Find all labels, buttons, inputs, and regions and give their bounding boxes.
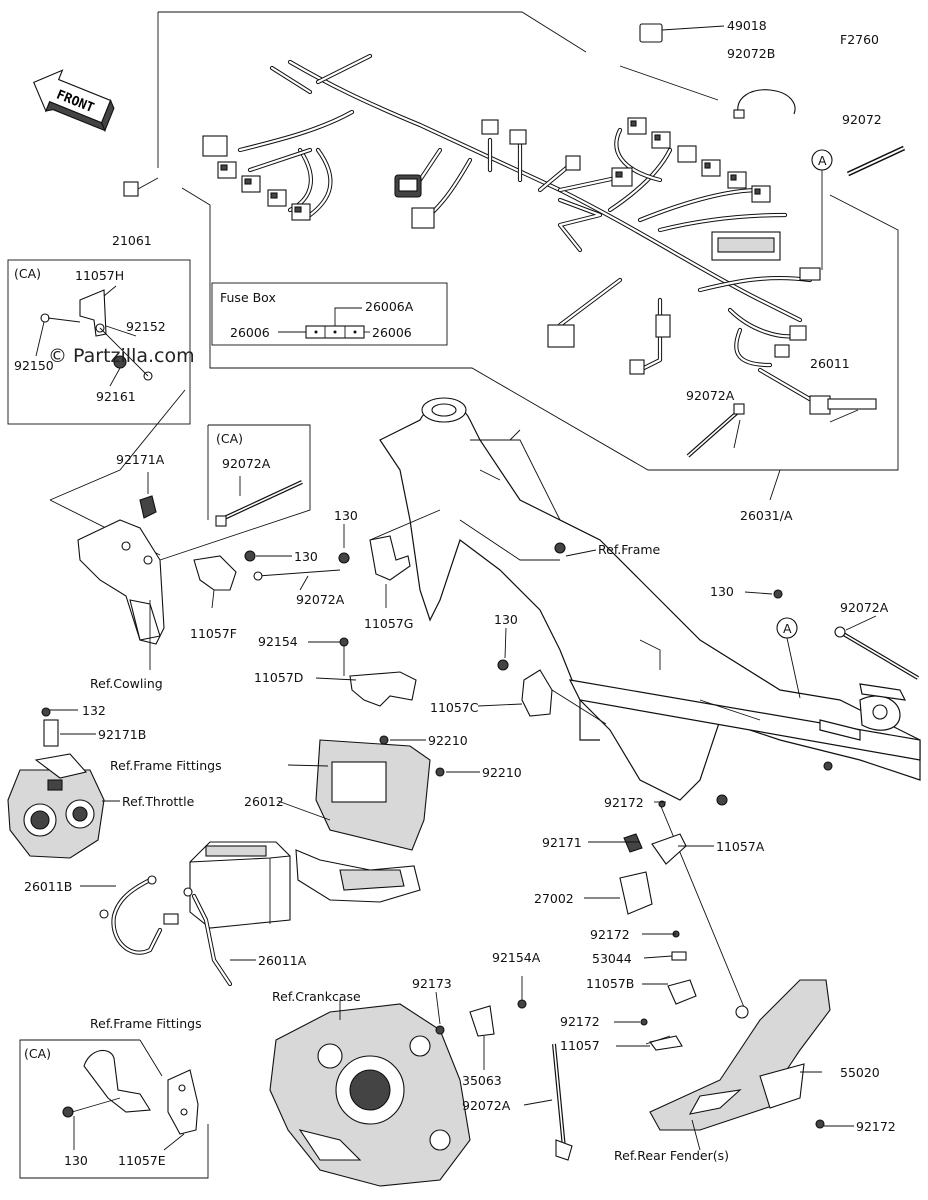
rear-fender: [649, 979, 831, 1131]
callout-11057b: 11057B: [586, 976, 634, 991]
harness-connectors: [202, 23, 877, 415]
callout-130-e: 130: [64, 1153, 88, 1168]
part-92072b-band: [737, 89, 796, 115]
callout-92172-d: 92172: [856, 1119, 896, 1134]
callout-130-b: 130: [294, 549, 318, 564]
callout-92152: 92152: [126, 319, 166, 334]
frame: [379, 397, 921, 806]
callout-11057: 11057: [560, 1038, 600, 1053]
ca-inset-top: (CA): [7, 259, 191, 425]
callout-92172-b: 92172: [590, 927, 630, 942]
callout-92072: 92072: [842, 112, 882, 127]
callout-92154: 92154: [258, 634, 298, 649]
part-11057d: [349, 671, 417, 707]
callout-92171a: 92171A: [116, 452, 165, 467]
svg-text:(CA): (CA): [14, 266, 41, 281]
svg-text:A: A: [818, 153, 827, 168]
fuse-26006-left: 26006: [230, 325, 270, 340]
part-21061: [123, 181, 139, 197]
harness-outline: [157, 11, 899, 471]
part-11057f: [193, 555, 237, 591]
fender-bracket: [619, 800, 749, 1051]
callout-53044: 53044: [592, 951, 632, 966]
throttle-body: [7, 707, 105, 859]
callout-ref-frame-fittings: Ref.Frame Fittings: [110, 758, 222, 773]
leader-lines: [35, 25, 877, 1151]
part-11057g: [369, 535, 411, 581]
callout-92072a-bottom: 92072A: [462, 1098, 511, 1113]
callout-ref-throttle: Ref.Throttle: [122, 794, 195, 809]
callout-55020: 55020: [840, 1065, 880, 1080]
cowling-bracket: [49, 389, 186, 645]
diagram-code: F2760: [840, 32, 879, 47]
front-arrow-icon: FRONT: [33, 69, 115, 132]
callout-92172-a: 92172: [604, 795, 644, 810]
callout-92072a-ca: 92072A: [222, 456, 271, 471]
callout-11057g: 11057G: [364, 616, 413, 631]
callout-26011a: 26011A: [258, 953, 307, 968]
callout-92072b: 92072B: [727, 46, 775, 61]
callout-92173: 92173: [412, 976, 452, 991]
fuse-26006a: 26006A: [365, 299, 414, 314]
callout-92210-b: 92210: [482, 765, 522, 780]
callout-35063: 35063: [462, 1073, 502, 1088]
callout-27002: 27002: [534, 891, 574, 906]
callout-26031a: 26031/A: [740, 508, 793, 523]
callout-21061: 21061: [112, 233, 152, 248]
callout-ref-crankcase: Ref.Crankcase: [272, 989, 361, 1004]
callout-26012: 26012: [244, 794, 284, 809]
battery-26012: [189, 841, 291, 929]
callout-11057d: 11057D: [254, 670, 303, 685]
svg-text:(CA): (CA): [24, 1046, 51, 1061]
callout-92072a-right: 92072A: [840, 600, 889, 615]
fuse-26006-right: 26006: [372, 325, 412, 340]
callout-11057f: 11057F: [190, 626, 237, 641]
callout-92172-c: 92172: [560, 1014, 600, 1029]
main-wire-harness: [237, 53, 823, 408]
callout-92171b: 92171B: [98, 727, 146, 742]
callout-11057a: 11057A: [716, 839, 765, 854]
callout-49018: 49018: [727, 18, 767, 33]
crankcase: [269, 1003, 471, 1187]
callout-92210-a: 92210: [428, 733, 468, 748]
callout-130-a: 130: [334, 508, 358, 523]
callout-ref-frame-fittings-2: Ref.Frame Fittings: [90, 1016, 202, 1031]
svg-text:A: A: [783, 621, 792, 636]
callout-11057h: 11057H: [75, 268, 124, 283]
ca-inset-middle: (CA): [159, 424, 311, 561]
callout-26011: 26011: [810, 356, 850, 371]
callout-92171: 92171: [542, 835, 582, 850]
callout-132: 132: [82, 703, 106, 718]
battery-tray: [295, 735, 445, 903]
callout-130-d: 130: [494, 612, 518, 627]
part-35063: [435, 999, 527, 1037]
fuse-box-inset: Fuse Box 26006 26006A 26006: [211, 282, 448, 346]
callout-92161: 92161: [96, 389, 136, 404]
callout-11057e: 11057E: [118, 1153, 166, 1168]
callout-92072a-top: 92072A: [686, 388, 735, 403]
callout-92150: 92150: [14, 358, 54, 373]
callout-ref-frame: Ref.Frame: [598, 542, 661, 557]
callout-92154a: 92154A: [492, 950, 541, 965]
fuse-box-title: Fuse Box: [220, 290, 276, 305]
svg-text:(CA): (CA): [216, 431, 243, 446]
callout-labels: 49018 92072B 92072 21061 11057H 92152 92…: [14, 18, 896, 1168]
callout-11057c: 11057C: [430, 700, 479, 715]
ca-inset-bottom: (CA): [19, 1039, 209, 1179]
callout-ref-rear-fender: Ref.Rear Fender(s): [614, 1148, 729, 1163]
callout-92072a-mid: 92072A: [296, 592, 345, 607]
callout-130-c: 130: [710, 584, 734, 599]
battery-cables: [99, 875, 233, 987]
part-11057c: [521, 669, 553, 717]
callout-ref-cowling: Ref.Cowling: [90, 676, 163, 691]
watermark: © Partzilla.com: [48, 345, 195, 367]
callout-26011b: 26011B: [24, 879, 72, 894]
